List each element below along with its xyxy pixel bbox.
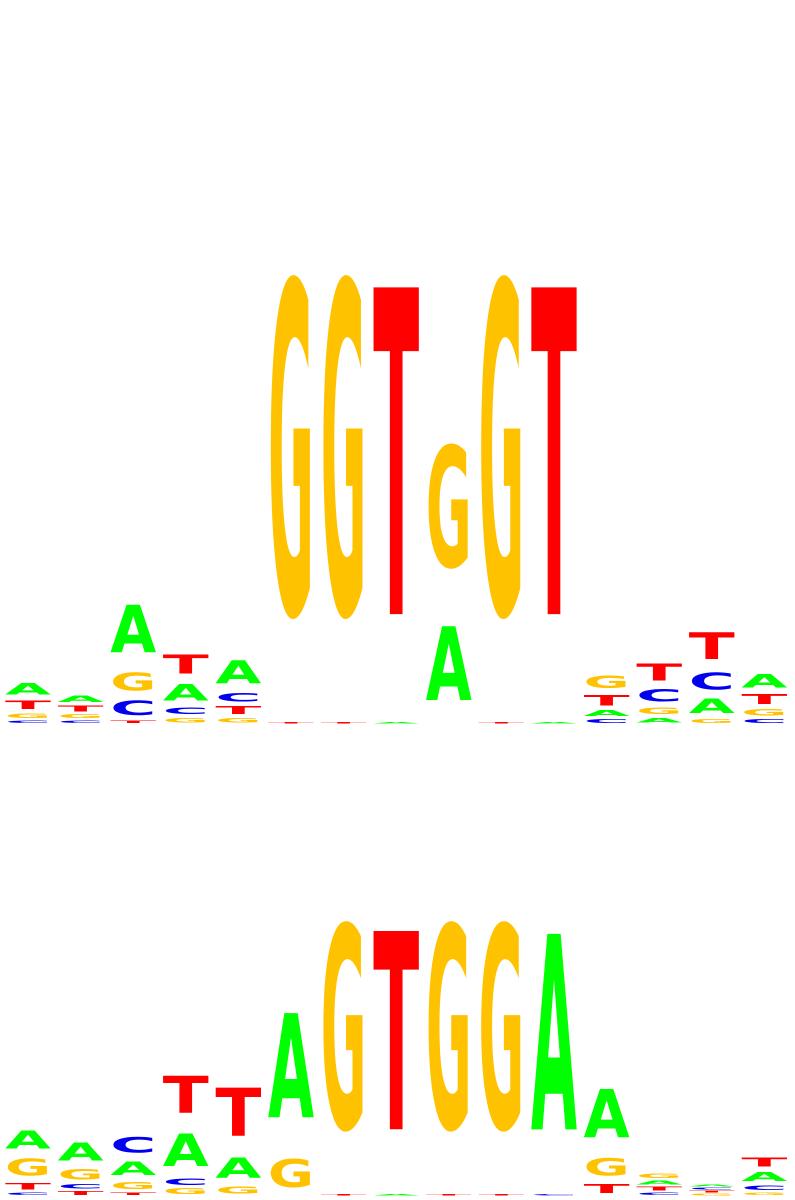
logo-letter-t: T (163, 1067, 209, 1126)
logo-letter-g: G (321, 871, 367, 1194)
logo-letter-t: T (584, 1181, 630, 1196)
logo-letter-a: A (741, 1170, 788, 1185)
logo-letter-g: G (689, 1193, 735, 1196)
logo-letter-g: G (584, 673, 630, 693)
logo-letter-t: T (373, 877, 419, 1194)
logo-letter-t: T (636, 1186, 683, 1192)
logo-letter-c: C (741, 718, 787, 724)
logo-letter-g: G (110, 1180, 156, 1192)
logo-letter-c: C (636, 686, 682, 706)
logo-letter-g: G (478, 871, 524, 1194)
logo-letter-g: G (5, 1155, 51, 1182)
logo-letter-a: A (584, 1076, 630, 1153)
logo-letter-c: C (636, 1192, 682, 1196)
logo-letter-a: A (215, 1152, 261, 1184)
logo-letter-g: G (636, 1172, 682, 1179)
logo-letter-g: G (321, 192, 367, 721)
logo-letter-g: G (426, 414, 472, 607)
logo-letter-t: T (373, 199, 419, 721)
logo-letter-t: T (58, 1190, 105, 1196)
logo-letter-a: A (636, 1180, 683, 1186)
logo-letter-g: G (741, 708, 787, 718)
logo-letter-c: C (215, 691, 261, 705)
logo-letter-t: T (689, 625, 735, 667)
logo-letter-t: T (741, 1155, 787, 1170)
logo-letter-g: G (163, 1187, 209, 1196)
logo-letter-t: T (741, 692, 787, 707)
logo-letter-a: A (426, 607, 472, 724)
logo-letter-c: C (5, 1192, 51, 1196)
logo-letter-t: T (268, 722, 315, 724)
logo-letter-a: A (58, 694, 104, 704)
logo-letter-t: T (110, 720, 157, 724)
logo-letter-t: T (531, 199, 577, 721)
logo-letter-g: G (689, 718, 735, 724)
logo-letter-c: C (110, 697, 156, 720)
logo-letter-a: A (689, 696, 735, 718)
logo-letter-c: C (163, 1177, 209, 1187)
logo-letter-t: T (426, 1195, 473, 1196)
logo-letter-g: G (110, 668, 156, 697)
logo-letter-g: G (426, 871, 472, 1194)
logo-letter-c: C (741, 1184, 787, 1191)
logo-letter-g: G (636, 706, 682, 716)
logo-letter-a: A (636, 716, 682, 724)
logo-letter-a: A (531, 722, 578, 724)
logo-letter-a: A (531, 881, 577, 1193)
logo-letter-t: T (321, 1195, 368, 1196)
logo-letter-t: T (215, 704, 261, 716)
logo-letter-c: C (163, 706, 209, 717)
logo-letter-c: C (110, 1133, 156, 1158)
logo-letter-a: A (163, 680, 209, 706)
logo-letter-t: T (5, 698, 51, 712)
logo-letter-c: C (584, 718, 630, 724)
logo-letter-a: A (5, 680, 52, 698)
logo-letter-t: T (110, 1192, 157, 1196)
logo-letter-c: C (58, 720, 104, 724)
logo-letter-a: A (163, 1126, 209, 1178)
logo-letter-g: G (478, 192, 524, 721)
logo-letter-t: T (478, 1195, 525, 1196)
logo-letter-a: A (110, 592, 156, 668)
logo-letter-a: A (110, 1158, 156, 1180)
logo-letter-t: T (321, 722, 368, 724)
logo-letter-g: G (268, 1153, 314, 1197)
logo-letter-a: A (689, 1184, 736, 1187)
logo-letter-g: G (163, 717, 209, 724)
logo-letter-a: A (373, 722, 420, 724)
logo-letter-g: G (268, 192, 314, 721)
logo-letter-g: G (215, 1185, 261, 1197)
logo-letter-t: T (163, 650, 209, 680)
logo-letter-g: G (584, 1154, 630, 1182)
logo-letter-t: T (58, 704, 104, 713)
logo-letter-a: A (373, 1195, 420, 1196)
logo-letter-t: T (478, 722, 525, 724)
logo-letter-g: G (58, 1166, 104, 1182)
logo-letter-a: A (215, 655, 261, 691)
logo-letter-g: G (215, 717, 261, 724)
logo-letter-c: C (531, 1194, 577, 1196)
logo-letter-t: T (636, 659, 683, 686)
logo-letter-a: A (58, 1137, 105, 1166)
logo-letter-g: G (58, 713, 104, 719)
logo-letter-g: G (5, 712, 51, 719)
logo-letter-a: A (268, 984, 314, 1151)
logo-letter-t: T (584, 692, 630, 708)
logo-letter-c: C (689, 668, 735, 695)
logo-letter-g: G (741, 1192, 787, 1196)
logo-letter-c: C (5, 720, 51, 724)
logo-letter-c: C (689, 1187, 735, 1190)
logo-letter-t: T (5, 1181, 51, 1191)
logo-letter-a: A (741, 671, 787, 692)
logo-letter-c: C (58, 1183, 104, 1190)
logo-letter-a: A (5, 1125, 52, 1154)
logo-letter-a: A (584, 709, 630, 718)
logo-letter-t: T (215, 1075, 262, 1152)
logo-letter-t: T (689, 1190, 736, 1193)
